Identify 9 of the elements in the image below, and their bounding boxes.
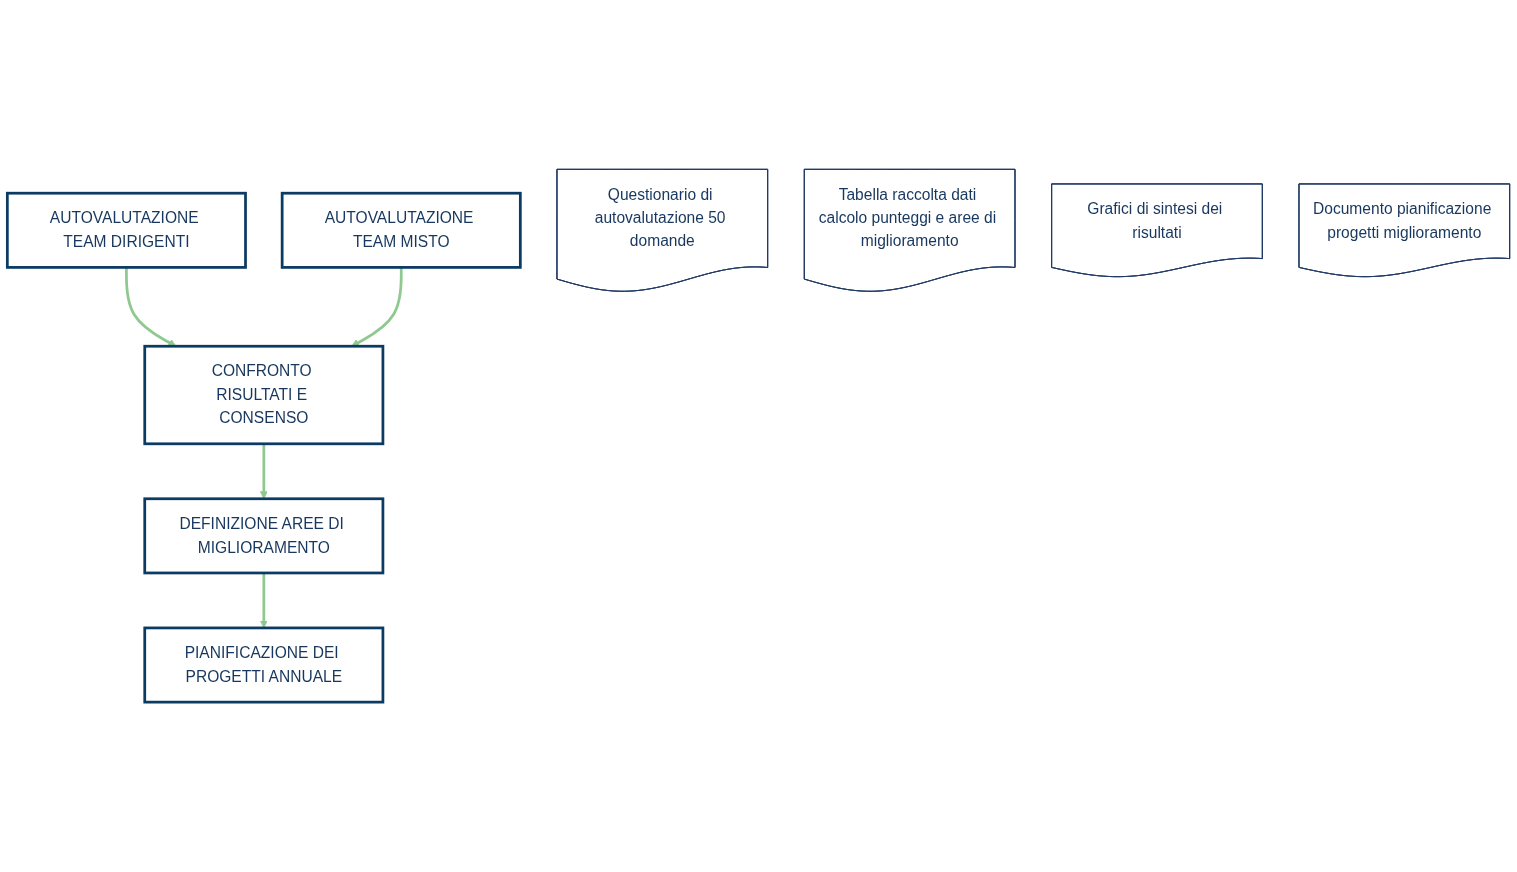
- node-box: AUTOVALUTAZIONE TEAM MISTO: [280, 192, 522, 270]
- node-box: DEFINIZIONE AREE DI MIGLIORAMENTO: [143, 497, 385, 575]
- arrow: [125, 267, 177, 347]
- node-box: AUTOVALUTAZIONE TEAM DIRIGENTI: [5, 192, 247, 270]
- node-box: PIANIFICAZIONE DEI PROGETTI ANNUALE: [143, 626, 385, 704]
- node-box: CONFRONTO RISULTATI E CONSENSO: [143, 345, 385, 446]
- arrow: [259, 444, 268, 500]
- arrow: [259, 573, 268, 629]
- arrow: [351, 267, 403, 347]
